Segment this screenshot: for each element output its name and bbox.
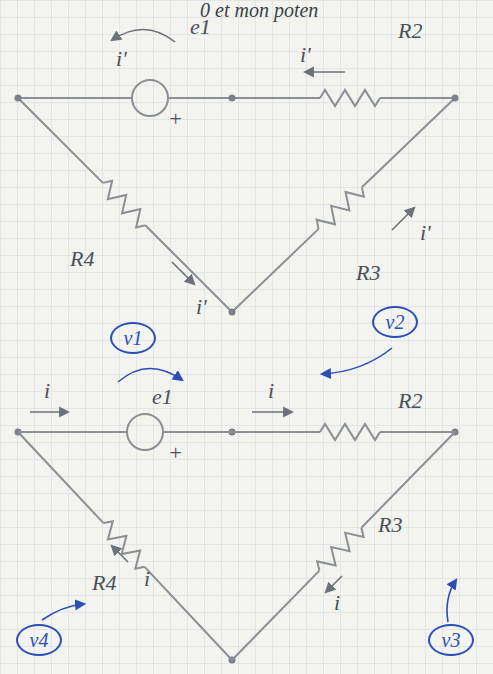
junction-dots xyxy=(15,95,459,664)
circuit-label: i xyxy=(334,592,340,614)
circuit-label: + xyxy=(168,442,183,464)
source-symbol xyxy=(132,80,168,116)
source-symbol xyxy=(127,414,163,450)
resistor-symbol xyxy=(314,522,367,576)
circuit-label: R4 xyxy=(70,248,94,270)
current-arrows xyxy=(30,29,414,592)
circuit-label: R3 xyxy=(378,514,402,536)
top-circuit xyxy=(18,80,455,312)
circuit-label: e1 xyxy=(190,16,211,38)
voltage-circle: v4 xyxy=(16,624,62,656)
voltage-name: v4 xyxy=(30,630,49,650)
resistor-symbol xyxy=(313,182,367,235)
resistor-symbol xyxy=(98,518,151,573)
voltage-name: v1 xyxy=(124,328,143,348)
voltage-circle: v3 xyxy=(428,624,474,656)
circuit-label: R4 xyxy=(92,572,116,594)
circuit-label: R3 xyxy=(356,262,380,284)
circuit-label: i' xyxy=(116,48,127,70)
circuit-label: i' xyxy=(196,296,207,318)
bottom-circuit xyxy=(18,414,455,660)
circuit-label: i' xyxy=(300,44,311,66)
circuit-label: e1 xyxy=(152,386,173,408)
circuit-label: + xyxy=(168,108,183,130)
circuit-label: i xyxy=(144,568,150,590)
voltage-circle: v1 xyxy=(110,322,156,354)
resistor-symbol xyxy=(320,90,380,106)
voltage-circle: v2 xyxy=(372,306,418,338)
voltage-name: v3 xyxy=(442,630,461,650)
circuit-label: R2 xyxy=(398,20,422,42)
resistor-symbol xyxy=(97,177,151,231)
circuit-label: i' xyxy=(420,222,431,244)
circuit-label: 0 et mon poten xyxy=(200,0,318,20)
circuit-label: R2 xyxy=(398,390,422,412)
voltage-arrows xyxy=(42,348,456,622)
voltage-name: v2 xyxy=(386,312,405,332)
circuit-label: i xyxy=(268,380,274,402)
resistor-symbol xyxy=(320,424,380,440)
circuit-label: i xyxy=(44,380,50,402)
